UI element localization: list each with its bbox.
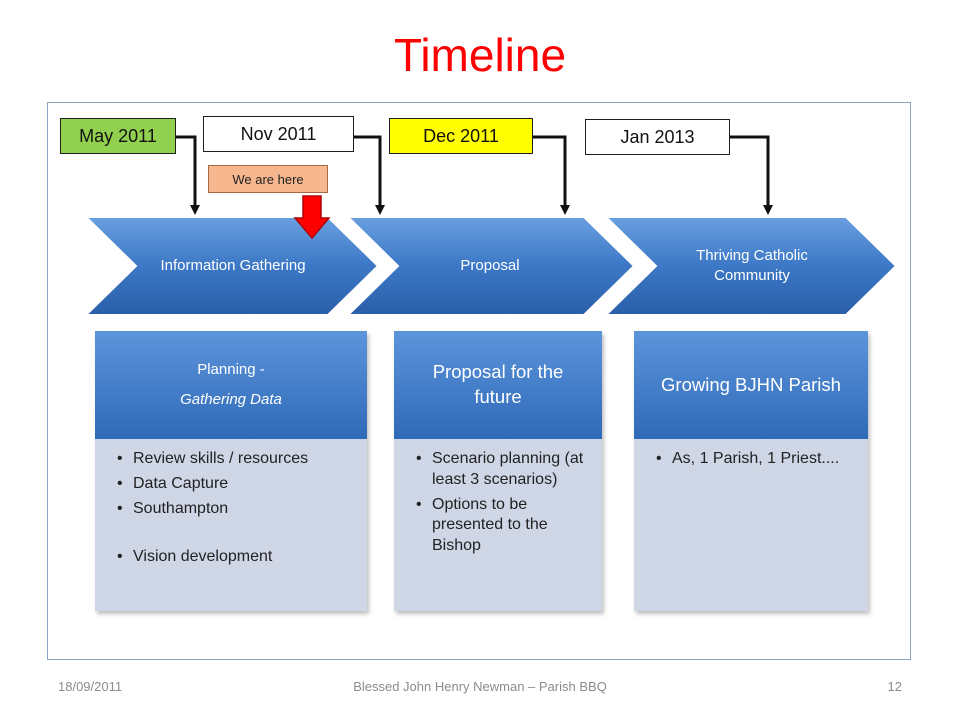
date-jan-2013: Jan 2013: [585, 119, 730, 155]
card-heading: Growing BJHN Parish: [661, 373, 841, 395]
card-header: Proposal for the future: [394, 331, 602, 439]
footer-page-number: 12: [887, 679, 902, 694]
phase-label-thriving-community: Thriving Catholic Community: [696, 246, 808, 284]
we-are-here-arrow-icon: [293, 195, 331, 240]
card-bullet-list: Scenario planning (at least 3 scenarios)…: [394, 439, 602, 557]
connector-nov-2011: [354, 135, 385, 215]
footer-date: 18/09/2011: [58, 679, 123, 694]
phase-label-information-gathering: Information Gathering: [160, 256, 306, 274]
list-item: Southampton: [117, 499, 308, 520]
chevron-proposal: [345, 216, 636, 316]
card-header: Growing BJHN Parish: [634, 331, 868, 439]
card-heading: Planning -: [197, 360, 265, 378]
connector-dec-2011: [533, 135, 570, 215]
list-item: As, 1 Parish, 1 Priest....: [656, 449, 839, 470]
we-are-here-label: We are here: [208, 165, 328, 193]
connector-may-2011: [176, 135, 200, 215]
phase-label-proposal: Proposal: [460, 256, 520, 274]
phase-card-planning: Planning - Gathering Data Review skills …: [95, 331, 367, 611]
connector-jan-2013: [730, 135, 773, 215]
chevron-thriving-community: [603, 216, 898, 316]
list-item: Data Capture: [117, 474, 308, 495]
date-dec-2011: Dec 2011: [389, 118, 533, 154]
list-item: Scenario planning (at least 3 scenarios): [416, 449, 596, 491]
footer-title: Blessed John Henry Newman – Parish BBQ: [353, 679, 607, 694]
phase-card-growing: Growing BJHN Parish As, 1 Parish, 1 Prie…: [634, 331, 868, 611]
slide-title: Timeline: [393, 29, 567, 81]
date-may-2011: May 2011: [60, 118, 176, 154]
list-item: Vision development: [117, 547, 308, 568]
chevron-information-gathering: [83, 216, 380, 316]
date-nov-2011: Nov 2011: [203, 116, 354, 152]
card-bullet-list: As, 1 Parish, 1 Priest....: [634, 439, 849, 470]
diagram-frame: [47, 102, 911, 660]
card-heading: Proposal for the future: [432, 361, 564, 407]
list-item: Review skills / resources: [117, 449, 308, 470]
list-item: Options to be presented to the Bishop: [416, 495, 596, 557]
phase-card-proposal: Proposal for the future Scenario plannin…: [394, 331, 602, 611]
card-bullet-list: Review skills / resources Data Capture S…: [95, 439, 318, 568]
card-header: Planning - Gathering Data: [95, 331, 367, 439]
card-subheading: Gathering Data: [180, 391, 282, 408]
